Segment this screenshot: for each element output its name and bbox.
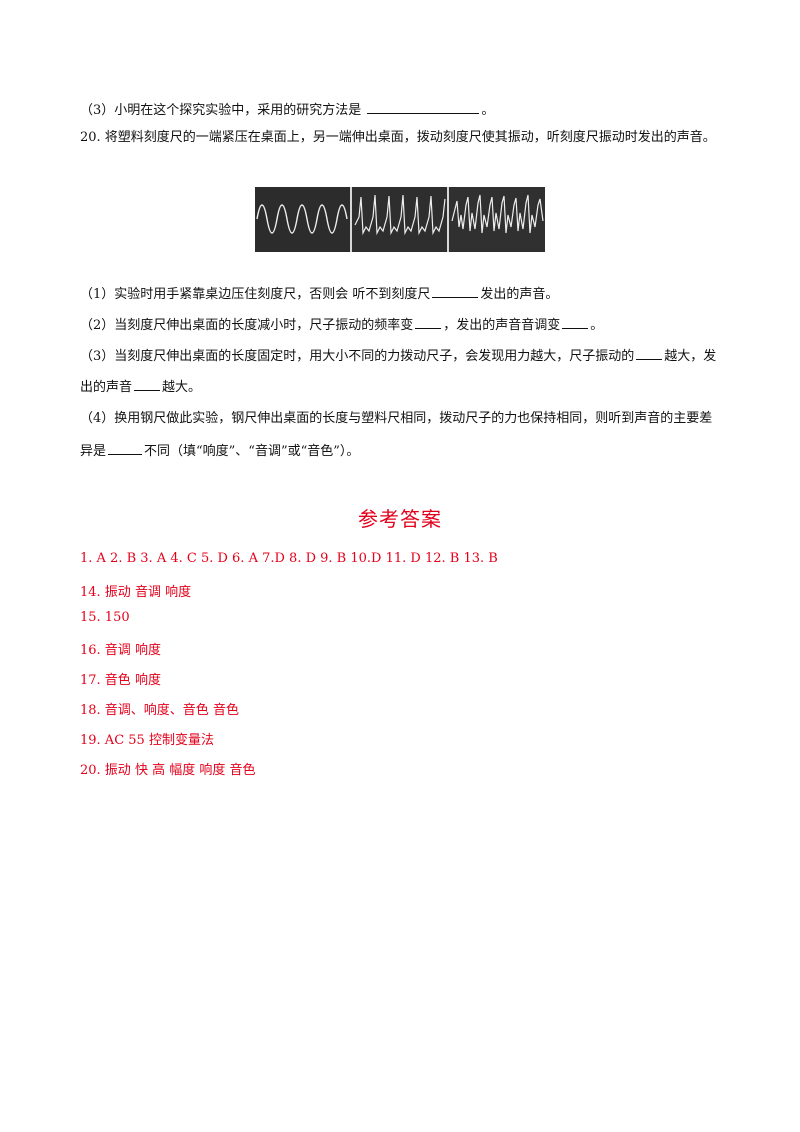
q20-part1: （1）实验时用手紧靠桌边压住刻度尺，否则会 听不到刻度尺发出的声音。 [80, 284, 558, 304]
answer-line: 20. 振动 快 高 幅度 响度 音色 [80, 763, 256, 778]
waveform-image [255, 187, 545, 252]
q20-part3-line1: （3）当刻度尺伸出桌面的长度固定时，用大小不同的力拨动尺子，会发现用力越大，尺子… [80, 346, 716, 366]
answer-line: 1. A 2. B 3. A 4. C 5. D 6. A 7.D 8. D 9… [80, 551, 498, 566]
answer-blank[interactable] [636, 346, 663, 360]
q19-part3: （3）小明在这个探究实验中，采用的研究方法是 。 [80, 100, 494, 120]
answer-line: 18. 音调、响度、音色 音色 [80, 703, 239, 718]
answer-line: 19. AC 55 控制变量法 [80, 733, 214, 748]
q20-part4-line1: （4）换用钢尺做此实验，钢尺伸出桌面的长度与塑料尺相同，拨动尺子的力也保持相同，… [80, 411, 713, 426]
answer-line: 14. 振动 音调 响度 [80, 585, 192, 600]
q20-stem: 20. 将塑料刻度尺的一端紧压在桌面上，另一端伸出桌面，拨动刻度尺使其振动，听刻… [80, 130, 716, 145]
answer-blank[interactable] [367, 100, 480, 114]
answer-line: 15. 150 [80, 610, 130, 625]
q20-part3-line2: 出的声音越大。 [80, 377, 201, 397]
answer-line: 16. 音调 响度 [80, 643, 161, 658]
answer-blank[interactable] [432, 284, 479, 298]
answer-blank[interactable] [562, 315, 589, 329]
answer-blank[interactable] [108, 441, 143, 455]
answer-line: 17. 音色 响度 [80, 673, 161, 688]
q20-part2: （2）当刻度尺伸出桌面的长度减小时，尺子振动的频率变，发出的声音音调变。 [80, 315, 603, 335]
q20-part4-line2: 异是不同（填“响度”、“音调”或“音色”）。 [80, 441, 359, 461]
answer-key-title: 参考答案 [358, 507, 442, 531]
answer-blank[interactable] [415, 315, 442, 329]
answer-blank[interactable] [134, 377, 161, 391]
